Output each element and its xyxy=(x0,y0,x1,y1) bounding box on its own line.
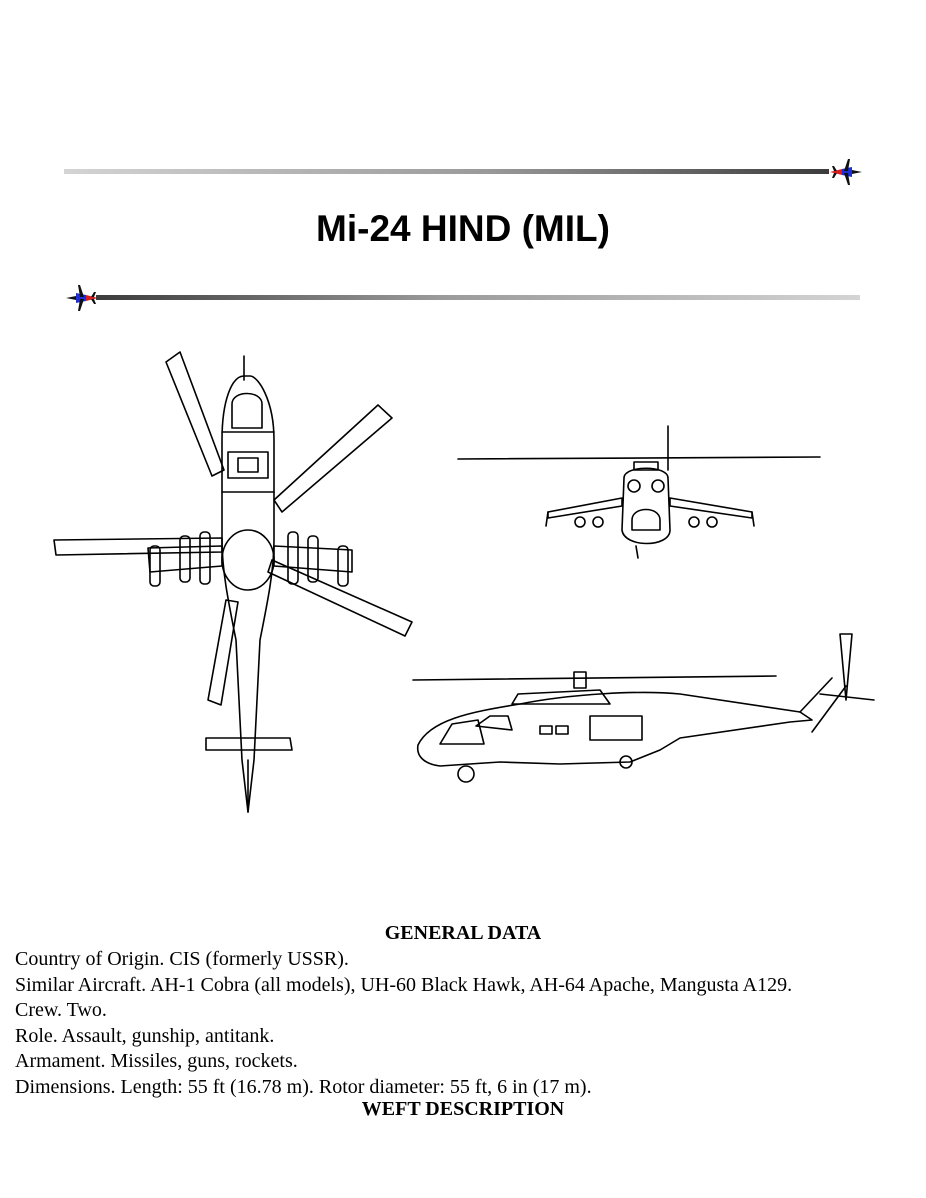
jet-icon xyxy=(66,285,98,311)
top-divider xyxy=(64,159,864,185)
role-line: Role. Assault, gunship, antitank. xyxy=(15,1024,275,1047)
country-of-origin-line: Country of Origin. CIS (formerly USSR). xyxy=(15,948,349,970)
top-view-drawing xyxy=(53,351,413,813)
armament-line: Armament. Missiles, guns, rockets. xyxy=(15,1050,298,1072)
divider-bar xyxy=(64,169,829,174)
general-data-heading: GENERAL DATA xyxy=(384,922,542,944)
jet-icon xyxy=(830,159,862,185)
dimensions-line: Dimensions. Length: 55 ft (16.78 m). Rot… xyxy=(15,1075,592,1098)
weft-description-heading: WEFT DESCRIPTION xyxy=(361,1098,565,1120)
similar-aircraft-line: Similar Aircraft. AH-1 Cobra (all models… xyxy=(15,973,793,996)
page-title: Mi-24 HIND (MIL) xyxy=(316,208,610,249)
general-data-list: Country of Origin. CIS (formerly USSR). … xyxy=(15,947,792,1100)
helicopter-three-view-drawing xyxy=(53,351,875,813)
side-view-drawing xyxy=(412,633,875,783)
divider-bar xyxy=(96,295,860,300)
bottom-divider xyxy=(64,285,864,311)
crew-line: Crew. Two. xyxy=(15,999,107,1021)
front-view-drawing xyxy=(457,425,821,559)
